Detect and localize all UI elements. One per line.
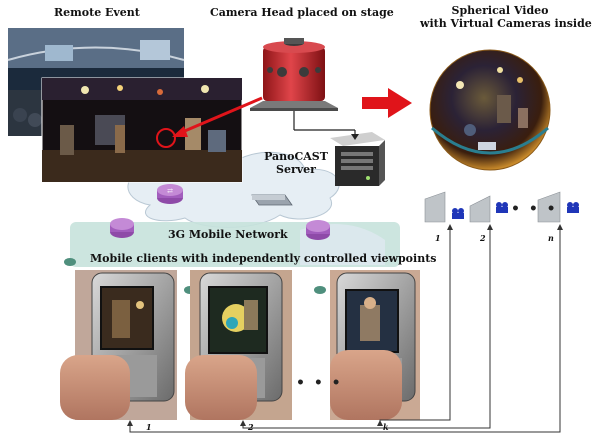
antenna-icon: [314, 286, 326, 294]
phone-2-label: 2: [248, 422, 254, 432]
camera-location-marker: [156, 128, 176, 148]
camera-to-stage-arrow: [172, 96, 263, 137]
switch-icon: [251, 194, 293, 206]
router-icon: ⇄: [157, 184, 183, 204]
svg-text:⇄: ⇄: [167, 187, 173, 195]
spherical-video-line1: Spherical Video: [451, 4, 549, 17]
spherical-video-title: Spherical Video with Virtual Cameras ins…: [420, 4, 592, 30]
remote-event-photo-front: [41, 77, 243, 183]
router-icon: [110, 218, 134, 238]
spherical-video: [429, 49, 551, 171]
phone-k-label: k: [383, 422, 389, 432]
virtual-camera-n-label: n: [548, 233, 554, 243]
mobile-clients-label: Mobile clients with independently contro…: [90, 252, 437, 265]
feedback-arrowhead: [127, 420, 133, 426]
mobile-phone-1: [60, 270, 177, 420]
phone-1-label: 1: [146, 422, 152, 432]
to-spherical-arrow: [362, 88, 412, 118]
server-label: PanoCAST Server: [258, 150, 334, 176]
antenna-icon: [64, 258, 76, 266]
server-icon: [330, 132, 385, 186]
router-icon: [306, 220, 330, 240]
camera-head-label: Camera Head placed on stage: [210, 6, 394, 19]
mobile-phone-2: [185, 270, 292, 420]
camera-head: [250, 38, 338, 111]
virtual-camera-2: [469, 195, 508, 223]
feedback-arrowhead: [447, 224, 453, 230]
virtual-camera-1: [424, 191, 464, 223]
mobile-phone-k: [330, 270, 420, 420]
server-label-line1: PanoCAST: [264, 150, 328, 163]
virtual-camera-ellipsis: • • •: [511, 201, 558, 217]
virtual-camera-2-label: 2: [480, 233, 486, 243]
feedback-arrowhead: [557, 224, 563, 230]
feedback-arrowhead: [240, 420, 246, 426]
spherical-video-line2: with Virtual Cameras inside: [420, 17, 592, 30]
virtual-camera-1-label: 1: [435, 233, 441, 243]
virtual-camera-n: [537, 191, 579, 223]
phone-ellipsis: • • •: [296, 375, 343, 391]
server-label-line2: Server: [276, 163, 316, 176]
network-label: 3G Mobile Network: [168, 228, 288, 241]
feedback-arrowhead: [487, 224, 493, 230]
remote-event-label: Remote Event: [54, 6, 140, 19]
feedback-arrowhead: [377, 420, 383, 426]
